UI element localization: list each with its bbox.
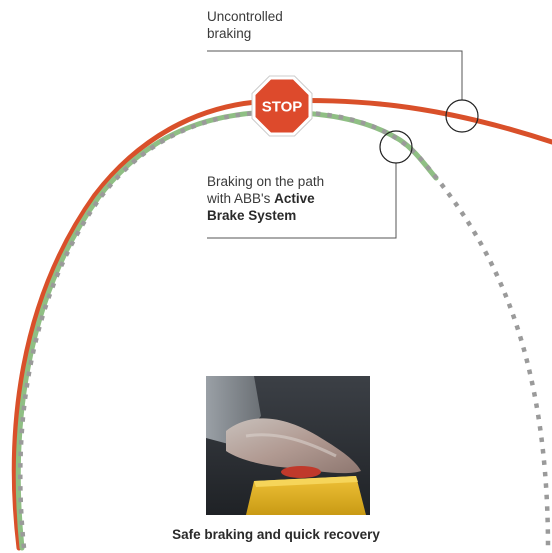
- active-label-prefix: with ABB's: [207, 191, 275, 206]
- active-marker-circle: [379, 130, 413, 164]
- active-label-bold2: Brake System: [207, 208, 297, 223]
- stop-sign-icon: STOP: [251, 75, 313, 137]
- active-callout-line: [207, 163, 397, 239]
- uncontrolled-label-line2: braking: [207, 26, 252, 41]
- uncontrolled-braking-path: [11, 98, 552, 551]
- uncontrolled-braking-label: Uncontrolled braking: [207, 8, 327, 42]
- uncontrolled-marker-circle: [445, 99, 479, 133]
- active-label-bold1: Active: [274, 191, 315, 206]
- emergency-stop-photo: [206, 376, 370, 515]
- uncontrolled-callout-line: [207, 50, 463, 100]
- stop-sign-text: STOP: [262, 99, 303, 116]
- active-label-line1: Braking on the path: [207, 174, 325, 189]
- uncontrolled-label-line1: Uncontrolled: [207, 9, 283, 24]
- active-brake-label: Braking on the path with ABB's Active Br…: [207, 173, 387, 224]
- photo-caption: Safe braking and quick recovery: [172, 527, 380, 542]
